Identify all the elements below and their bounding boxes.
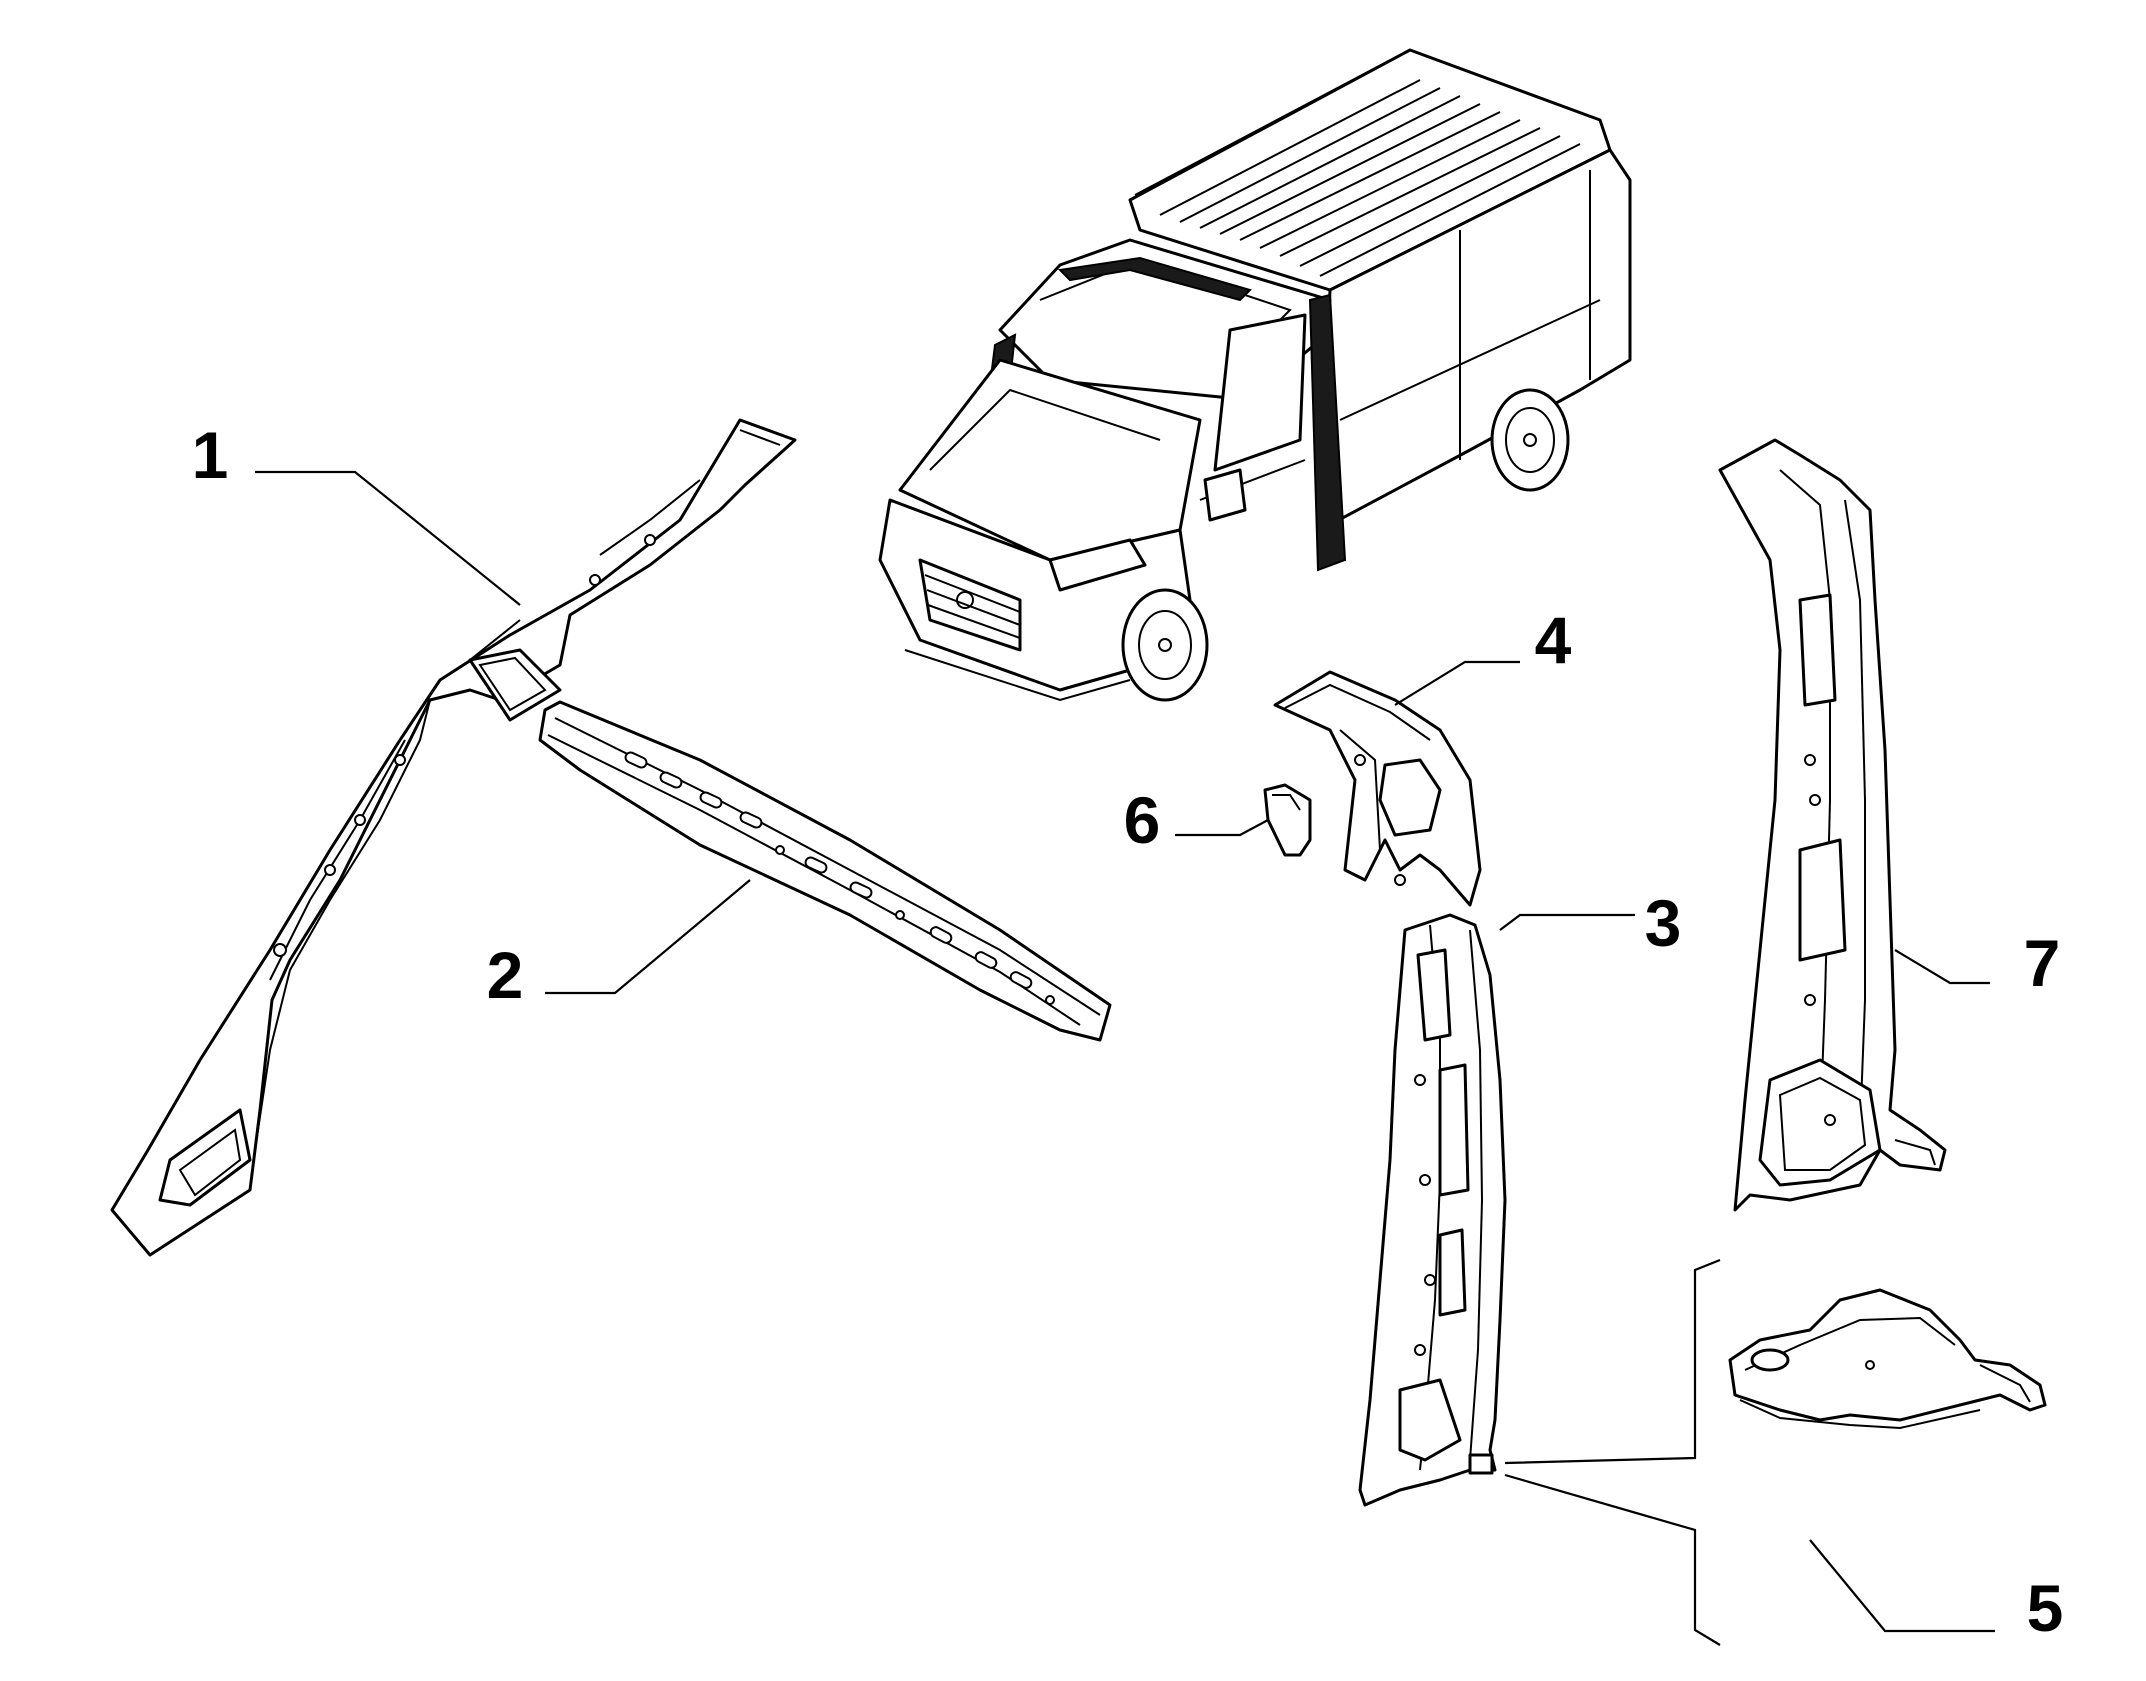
part-5-floor-bracket [1728,1288,2047,1430]
callout-4: 4 [1534,603,1572,677]
callout-3: 3 [1644,886,1682,960]
callout-5: 5 [2026,1571,2064,1645]
part-3-b-pillar [1358,913,1507,1507]
part-2-header-crossmember [538,700,1112,1042]
callout-2: 2 [486,938,524,1012]
van-illustration [878,48,1632,702]
part-1-a-pillar [110,418,797,1257]
callout-7: 7 [2023,926,2061,1000]
leader-lines [255,470,1995,1646]
callout-1: 1 [191,418,229,492]
part-7-rear-pillar [1718,438,1947,1212]
callout-6: 6 [1123,783,1161,857]
part-4-upper-bracket [1273,670,1482,907]
part-6-filler [1263,783,1312,857]
